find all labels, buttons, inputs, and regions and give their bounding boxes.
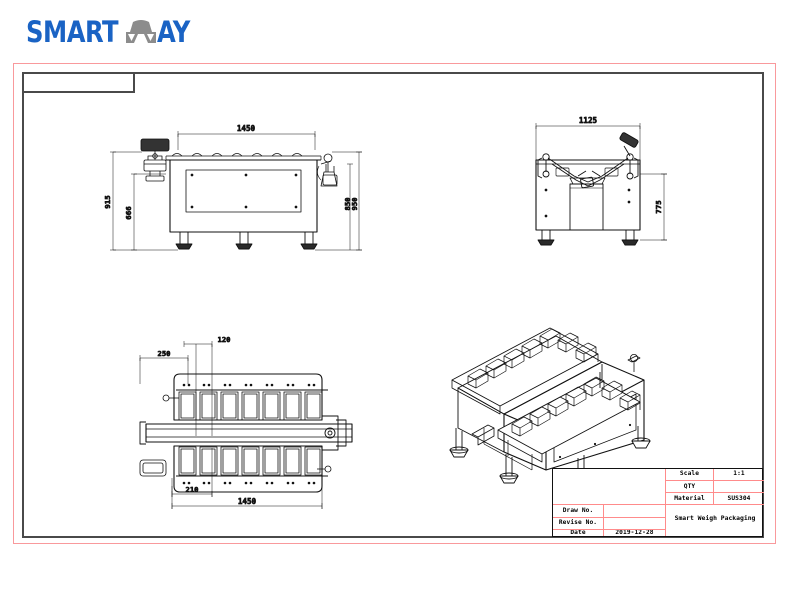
svg-text:210: 210: [186, 485, 199, 494]
brand-text-ay: AY: [157, 14, 190, 49]
svg-text:775: 775: [654, 200, 663, 213]
svg-text:915: 915: [103, 195, 112, 208]
svg-text:120: 120: [218, 335, 231, 344]
svg-text:1125: 1125: [579, 116, 598, 125]
title-block: Scale 1:1 QTY Material SUS304 Draw No. S…: [552, 468, 764, 537]
qty-value: [714, 481, 764, 494]
sheet-inner-frame: [22, 72, 764, 538]
svg-text:850: 850: [343, 198, 352, 211]
material-value: SUS304: [714, 493, 764, 506]
date-value: 2019-12-28: [604, 529, 666, 536]
svg-text:250: 250: [158, 349, 171, 358]
brand-text-smart: SMART: [26, 14, 119, 49]
plan-top-view: 250 120 210: [132, 328, 353, 516]
svg-text:950: 950: [350, 198, 359, 211]
front-elevation-view: 1450 915 666: [100, 112, 370, 262]
qty-label: QTY: [666, 481, 714, 494]
svg-text:1450: 1450: [238, 497, 257, 506]
weigher-hopper-icon: [126, 19, 157, 46]
draw-no-value: [604, 505, 666, 518]
dim-front-width: 1450: [237, 124, 256, 133]
sheet-outer-border: [13, 63, 776, 544]
svg-text:666: 666: [124, 206, 133, 220]
revise-no-label: Revise No.: [553, 517, 604, 530]
company-name: Smart Weigh Packaging: [674, 513, 756, 522]
side-elevation-view: 1125 775: [512, 112, 702, 257]
sheet-header-box: [22, 72, 135, 93]
date-label: Date: [553, 529, 604, 536]
brand-logo: SMART AY: [26, 14, 192, 50]
revise-no-value: [604, 517, 666, 530]
scale-label: Scale: [666, 469, 714, 482]
draw-no-label: Draw No.: [553, 505, 604, 518]
material-label: Material: [666, 493, 714, 506]
isometric-3d-view: [432, 318, 662, 484]
title-block-blank-area: [553, 469, 666, 506]
scale-value: 1:1: [714, 469, 764, 482]
